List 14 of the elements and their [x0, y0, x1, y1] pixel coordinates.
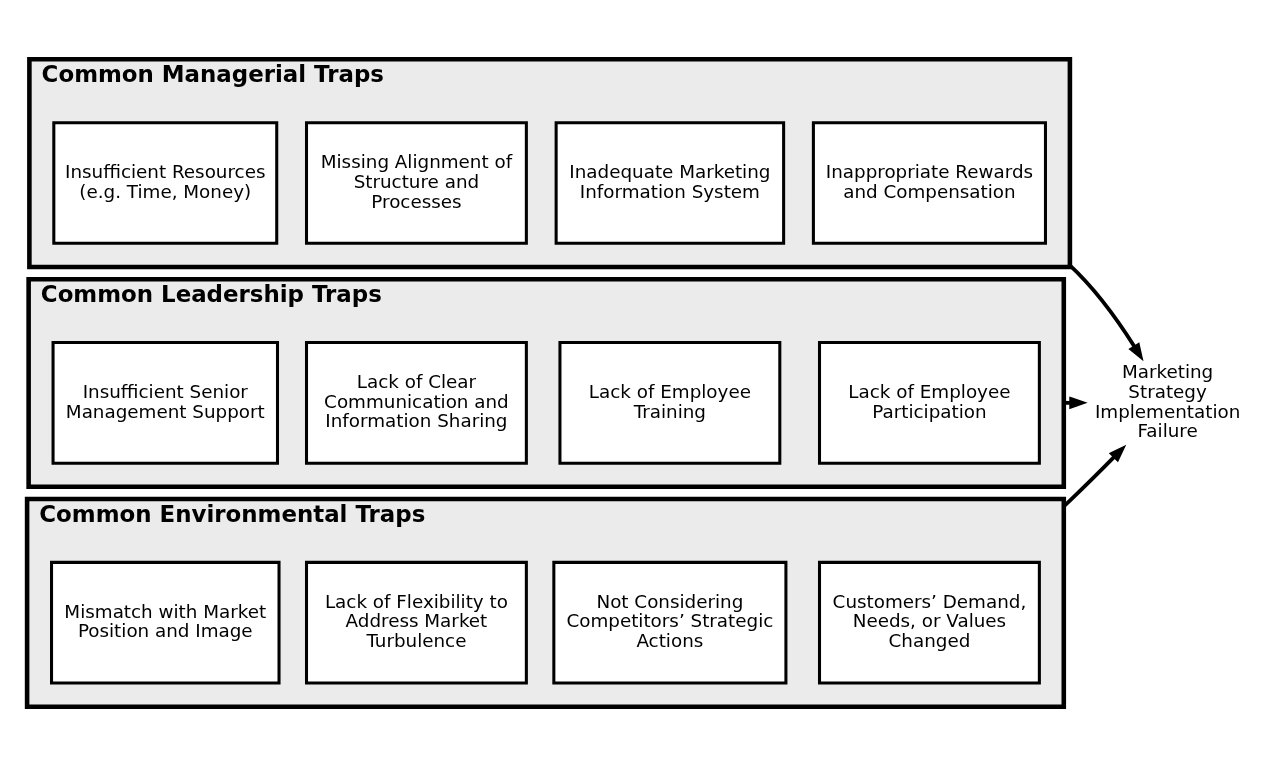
node-box: Not Considering Competitors’ Strategic Actions: [552, 560, 788, 685]
node-box: Lack of Employee Training: [558, 341, 782, 465]
node-box: Inappropriate Rewards and Compensation: [811, 121, 1047, 245]
node-box: Insufficient Resources (e.g. Time, Money): [52, 121, 279, 245]
arrow: [1068, 264, 1144, 362]
node-box: Lack of Employee Participation: [817, 341, 1041, 465]
node-box: Mismatch with Market Position and Image: [50, 560, 281, 685]
node-box: Inadequate Marketing Information System: [554, 121, 786, 245]
node-text: Marketing Strategy Implementation Failure: [1094, 360, 1241, 442]
node-box: Customers’ Demand, Needs, or Values Changed: [817, 560, 1041, 685]
node-box: Missing Alignment of Structure and Processes: [304, 121, 528, 245]
node-box: Lack of Clear Communication and Information Sharing: [304, 341, 528, 465]
node-box: Lack of Flexibility to Address Market Turbulence: [304, 560, 528, 685]
node-box: Insufficient Senior Management Support: [51, 341, 280, 465]
